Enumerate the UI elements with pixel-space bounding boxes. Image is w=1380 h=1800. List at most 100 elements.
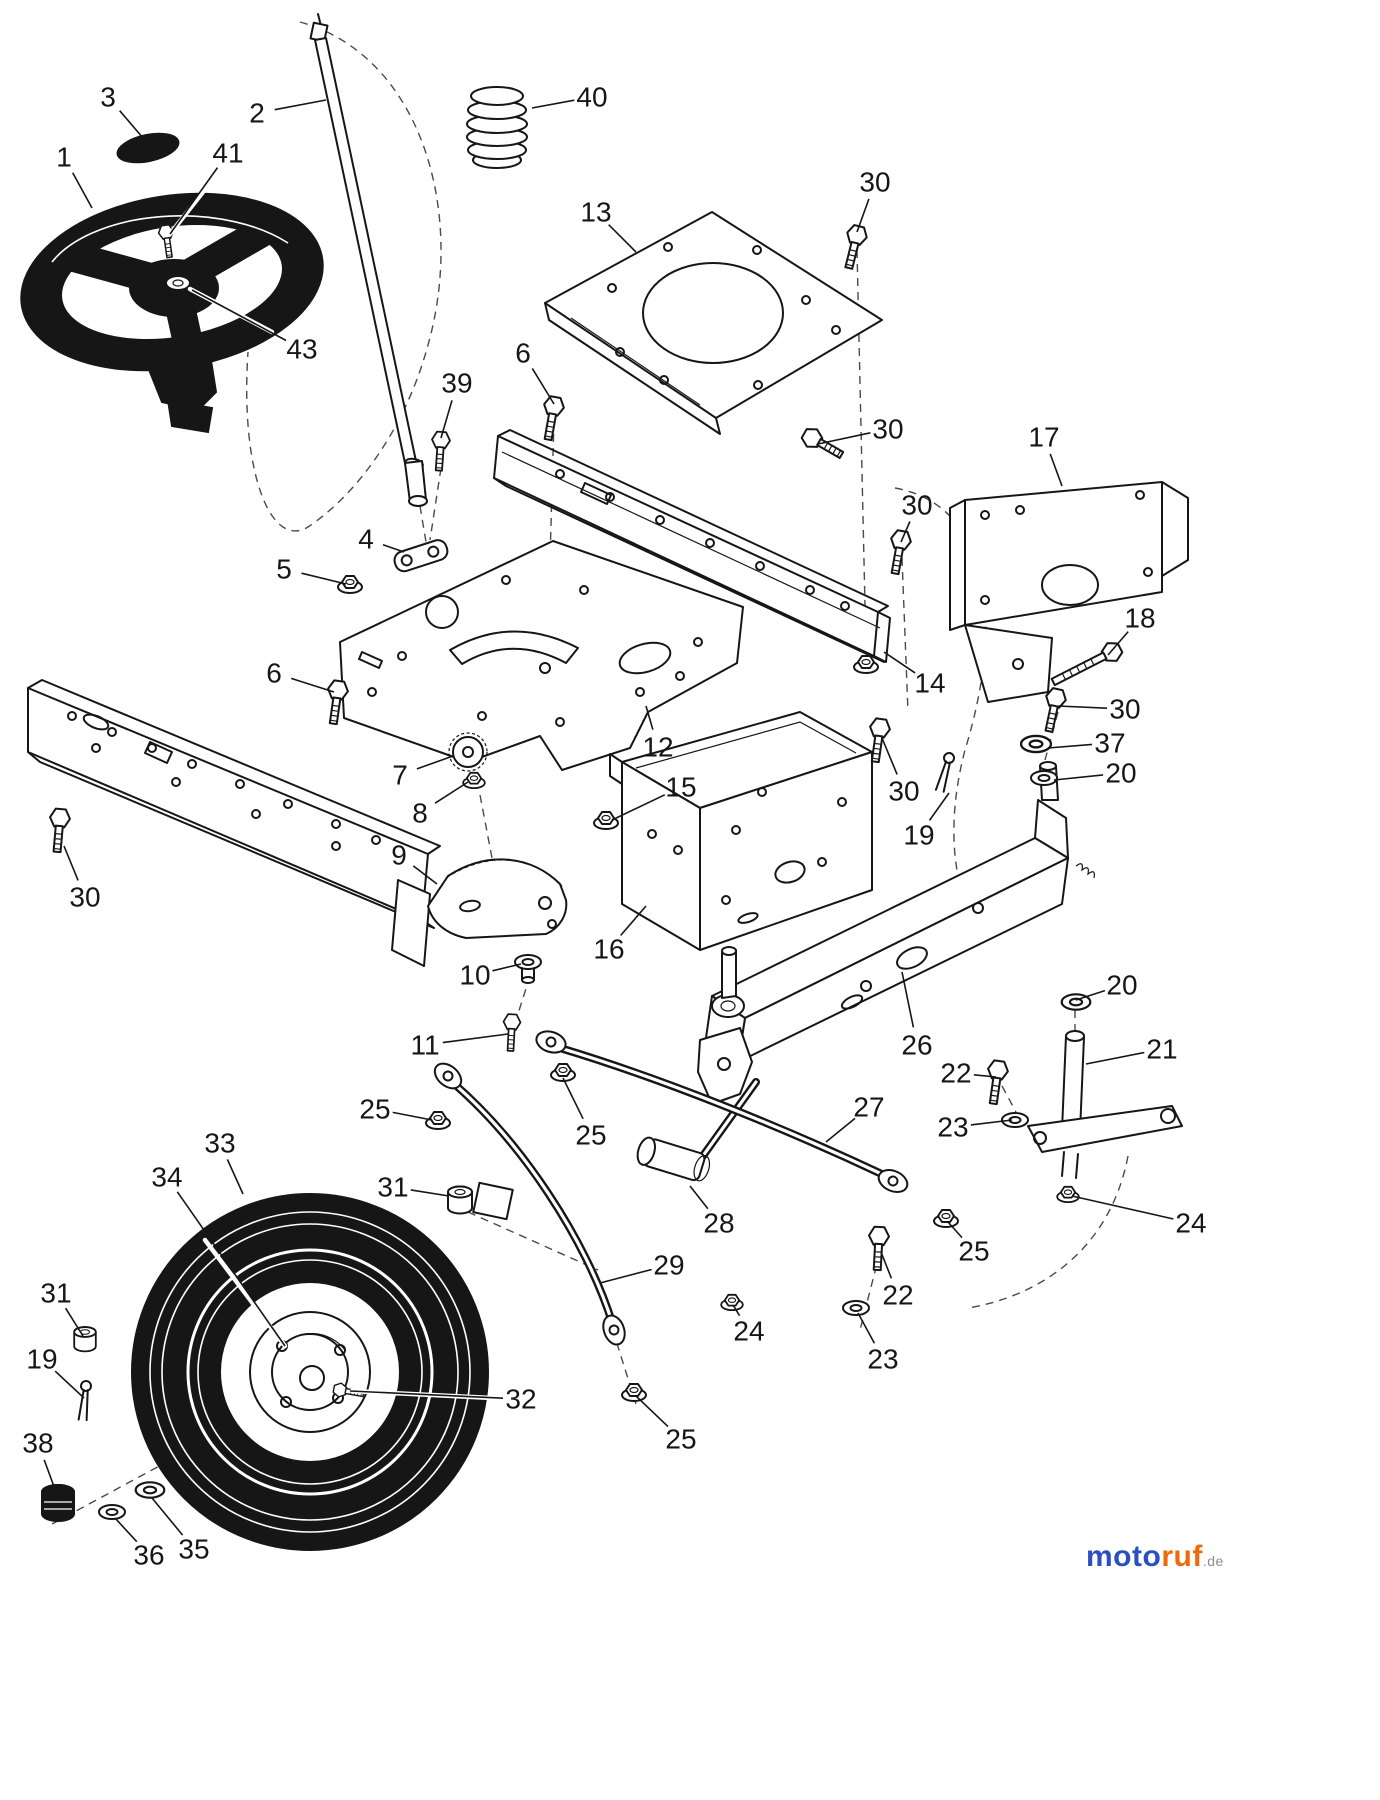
callout-label: 27 xyxy=(853,1092,884,1123)
callout-leader xyxy=(54,1370,85,1399)
fasteners xyxy=(41,222,1126,1522)
support-box xyxy=(609,711,873,951)
callout-2: 2 xyxy=(249,98,327,129)
callout-26: 26 xyxy=(901,971,933,1061)
callout-leader xyxy=(599,1268,652,1284)
callout-leader xyxy=(226,1159,244,1195)
callout-label: 31 xyxy=(40,1278,71,1309)
washer xyxy=(1030,770,1058,786)
callout-leader xyxy=(151,1497,184,1536)
callout-leader xyxy=(1071,1195,1174,1220)
callout-32: 32 xyxy=(349,1384,537,1415)
callout-label: 30 xyxy=(1109,694,1140,725)
callout-leader xyxy=(416,755,454,770)
tie-rod-upper xyxy=(535,1030,909,1193)
callout-leader xyxy=(442,1033,509,1044)
callout-28: 28 xyxy=(689,1185,735,1239)
callout-label: 25 xyxy=(958,1236,989,1267)
callout-6: 6 xyxy=(266,658,335,693)
callout-label: 4 xyxy=(358,524,374,555)
callout-leader xyxy=(856,198,870,233)
steering-coupler-link xyxy=(393,539,449,573)
callout-30: 30 xyxy=(856,167,891,233)
callout-30: 30 xyxy=(900,490,933,543)
callout-leader xyxy=(63,845,79,881)
callout-label: 5 xyxy=(276,554,292,585)
callout-5: 5 xyxy=(276,554,347,585)
callout-label: 40 xyxy=(576,82,607,113)
callout-30: 30 xyxy=(1057,694,1141,725)
callout-23: 23 xyxy=(857,1312,899,1375)
callout-leader xyxy=(440,400,453,439)
callout-leader xyxy=(880,1251,893,1279)
callout-30: 30 xyxy=(63,845,101,913)
seat-plate xyxy=(544,211,883,435)
callout-leader xyxy=(43,1459,57,1493)
callout-leader xyxy=(382,544,405,553)
callout-leader xyxy=(176,1191,286,1347)
callout-40: 40 xyxy=(531,82,608,113)
callout-30: 30 xyxy=(881,737,920,807)
shoulder-bolt xyxy=(428,430,452,473)
callout-25: 25 xyxy=(562,1077,607,1151)
front-wheel xyxy=(131,1193,495,1551)
steering-wheel xyxy=(20,132,324,434)
flange-nut xyxy=(1056,1185,1080,1203)
callout-leader xyxy=(71,172,93,209)
watermark-suffix: .de xyxy=(1202,1553,1224,1569)
callout-27: 27 xyxy=(825,1092,885,1143)
callout-16: 16 xyxy=(593,905,647,965)
callout-1: 1 xyxy=(56,142,93,209)
callout-leader xyxy=(531,99,575,109)
steering-shaft xyxy=(309,13,428,507)
frame-rail-right xyxy=(493,429,891,663)
callout-31: 31 xyxy=(40,1278,84,1337)
flange-bushing xyxy=(73,1326,97,1353)
callout-33: 33 xyxy=(204,1128,244,1195)
steering-sector-gear xyxy=(427,858,568,939)
hex-bolt xyxy=(46,807,72,854)
callout-label: 20 xyxy=(1106,970,1137,1001)
callout-label: 7 xyxy=(392,760,408,791)
callout-4: 4 xyxy=(358,524,405,555)
callout-leader xyxy=(608,224,637,253)
callout-leader xyxy=(857,1312,876,1344)
callout-label: 37 xyxy=(1094,728,1125,759)
callout-7: 7 xyxy=(392,755,454,791)
callout-36: 36 xyxy=(114,1517,165,1571)
callout-label: 15 xyxy=(665,772,696,803)
callout-label: 43 xyxy=(286,334,317,365)
watermark-part2: ruf xyxy=(1161,1540,1203,1573)
hex-bolt xyxy=(798,423,848,465)
callout-label: 1 xyxy=(56,142,72,173)
callout-leader xyxy=(1049,453,1063,487)
callout-leader xyxy=(883,651,916,674)
callout-label: 19 xyxy=(903,820,934,851)
callout-label: 35 xyxy=(178,1534,209,1565)
callout-12: 12 xyxy=(642,705,674,763)
callout-label: 17 xyxy=(1028,422,1059,453)
callout-18: 18 xyxy=(1107,603,1156,656)
callout-leader xyxy=(635,1395,669,1428)
callout-25: 25 xyxy=(359,1094,433,1125)
callout-6: 6 xyxy=(515,338,555,405)
callout-leader xyxy=(970,1119,1013,1126)
hex-bolt xyxy=(884,528,914,577)
callout-31: 31 xyxy=(377,1172,450,1203)
callout-23: 23 xyxy=(937,1112,1013,1143)
callout-leader xyxy=(947,1221,963,1239)
callout-label: 30 xyxy=(859,167,890,198)
steering-pinion-gear xyxy=(448,732,488,772)
callout-label: 16 xyxy=(593,934,624,965)
callout-label: 25 xyxy=(665,1424,696,1455)
callout-38: 38 xyxy=(22,1428,57,1493)
flange-nut xyxy=(593,811,619,830)
callout-label: 30 xyxy=(901,490,932,521)
callout-label: 32 xyxy=(505,1384,536,1415)
flange-nut xyxy=(933,1209,959,1228)
callout-label: 3 xyxy=(100,82,116,113)
callout-8: 8 xyxy=(412,781,469,829)
callout-25: 25 xyxy=(635,1395,697,1455)
mounting-bracket xyxy=(949,481,1189,703)
flange-bushing xyxy=(447,1185,473,1215)
